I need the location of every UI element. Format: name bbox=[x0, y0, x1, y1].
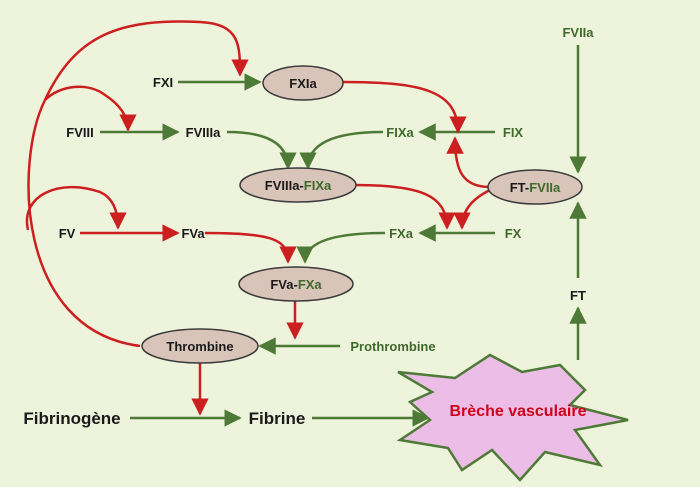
label-fv: FV bbox=[59, 226, 76, 241]
prothrombinase-part-a: FVa- bbox=[270, 277, 297, 292]
label-fviia: FVIIa bbox=[562, 25, 594, 40]
arrow-fxia-fix bbox=[342, 80, 467, 134]
tenase-part-a: FVIIIa- bbox=[265, 178, 304, 193]
label-fxa: FXa bbox=[389, 226, 414, 241]
node-ft-complex: FT-FVIIa bbox=[487, 169, 583, 205]
arrow-fxa-prothrombinase bbox=[296, 231, 386, 264]
node-thrombine: Thrombine bbox=[141, 328, 259, 364]
arrow-fviiia-tenase bbox=[226, 130, 297, 170]
node-prothrombinase-label: FVa-FXa bbox=[270, 277, 322, 292]
label-fix: FIX bbox=[503, 125, 524, 140]
label-fviii: FVIII bbox=[66, 125, 93, 140]
node-tenase: FVIIIa-FIXa bbox=[239, 167, 357, 203]
ftcomplex-part-b: FVIIa bbox=[529, 180, 561, 195]
arrow-tenase-fx bbox=[354, 183, 456, 230]
arrow-fva-prothrombinase bbox=[204, 231, 297, 264]
label-fxi: FXI bbox=[153, 75, 173, 90]
arrow-fixa-tenase bbox=[299, 130, 384, 170]
label-ft: FT bbox=[570, 288, 586, 303]
node-thrombine-label: Thrombine bbox=[166, 339, 233, 354]
label-fva: FVa bbox=[181, 226, 205, 241]
arrow-thrombine-fv-loop bbox=[25, 185, 127, 231]
label-prothrombine: Prothrombine bbox=[350, 339, 435, 354]
label-fx: FX bbox=[505, 226, 522, 241]
label-fixa: FIXa bbox=[386, 125, 414, 140]
node-tenase-label: FVIIIa-FIXa bbox=[265, 178, 332, 193]
label-fibrine: Fibrine bbox=[249, 409, 306, 428]
ftcomplex-part-a: FT- bbox=[510, 180, 530, 195]
prothrombinase-part-b: FXa bbox=[298, 277, 323, 292]
arrow-thrombine-fviii-loop bbox=[44, 85, 137, 132]
label-fibrinogene: Fibrinogène bbox=[23, 409, 120, 428]
label-fviiia: FVIIIa bbox=[186, 125, 221, 140]
arrow-ftcomplex-fx bbox=[453, 188, 491, 230]
arrow-thrombine-fxi-loop bbox=[27, 20, 249, 348]
node-fxia: FXIa bbox=[262, 65, 344, 101]
arrow-ftcomplex-fix bbox=[446, 136, 491, 189]
tenase-part-b: FIXa bbox=[304, 178, 332, 193]
node-ft-complex-label: FT-FVIIa bbox=[510, 180, 561, 195]
breach-label: Brèche vasculaire bbox=[450, 403, 587, 420]
node-prothrombinase: FVa-FXa bbox=[238, 266, 354, 302]
node-fxia-label: FXIa bbox=[289, 76, 317, 91]
